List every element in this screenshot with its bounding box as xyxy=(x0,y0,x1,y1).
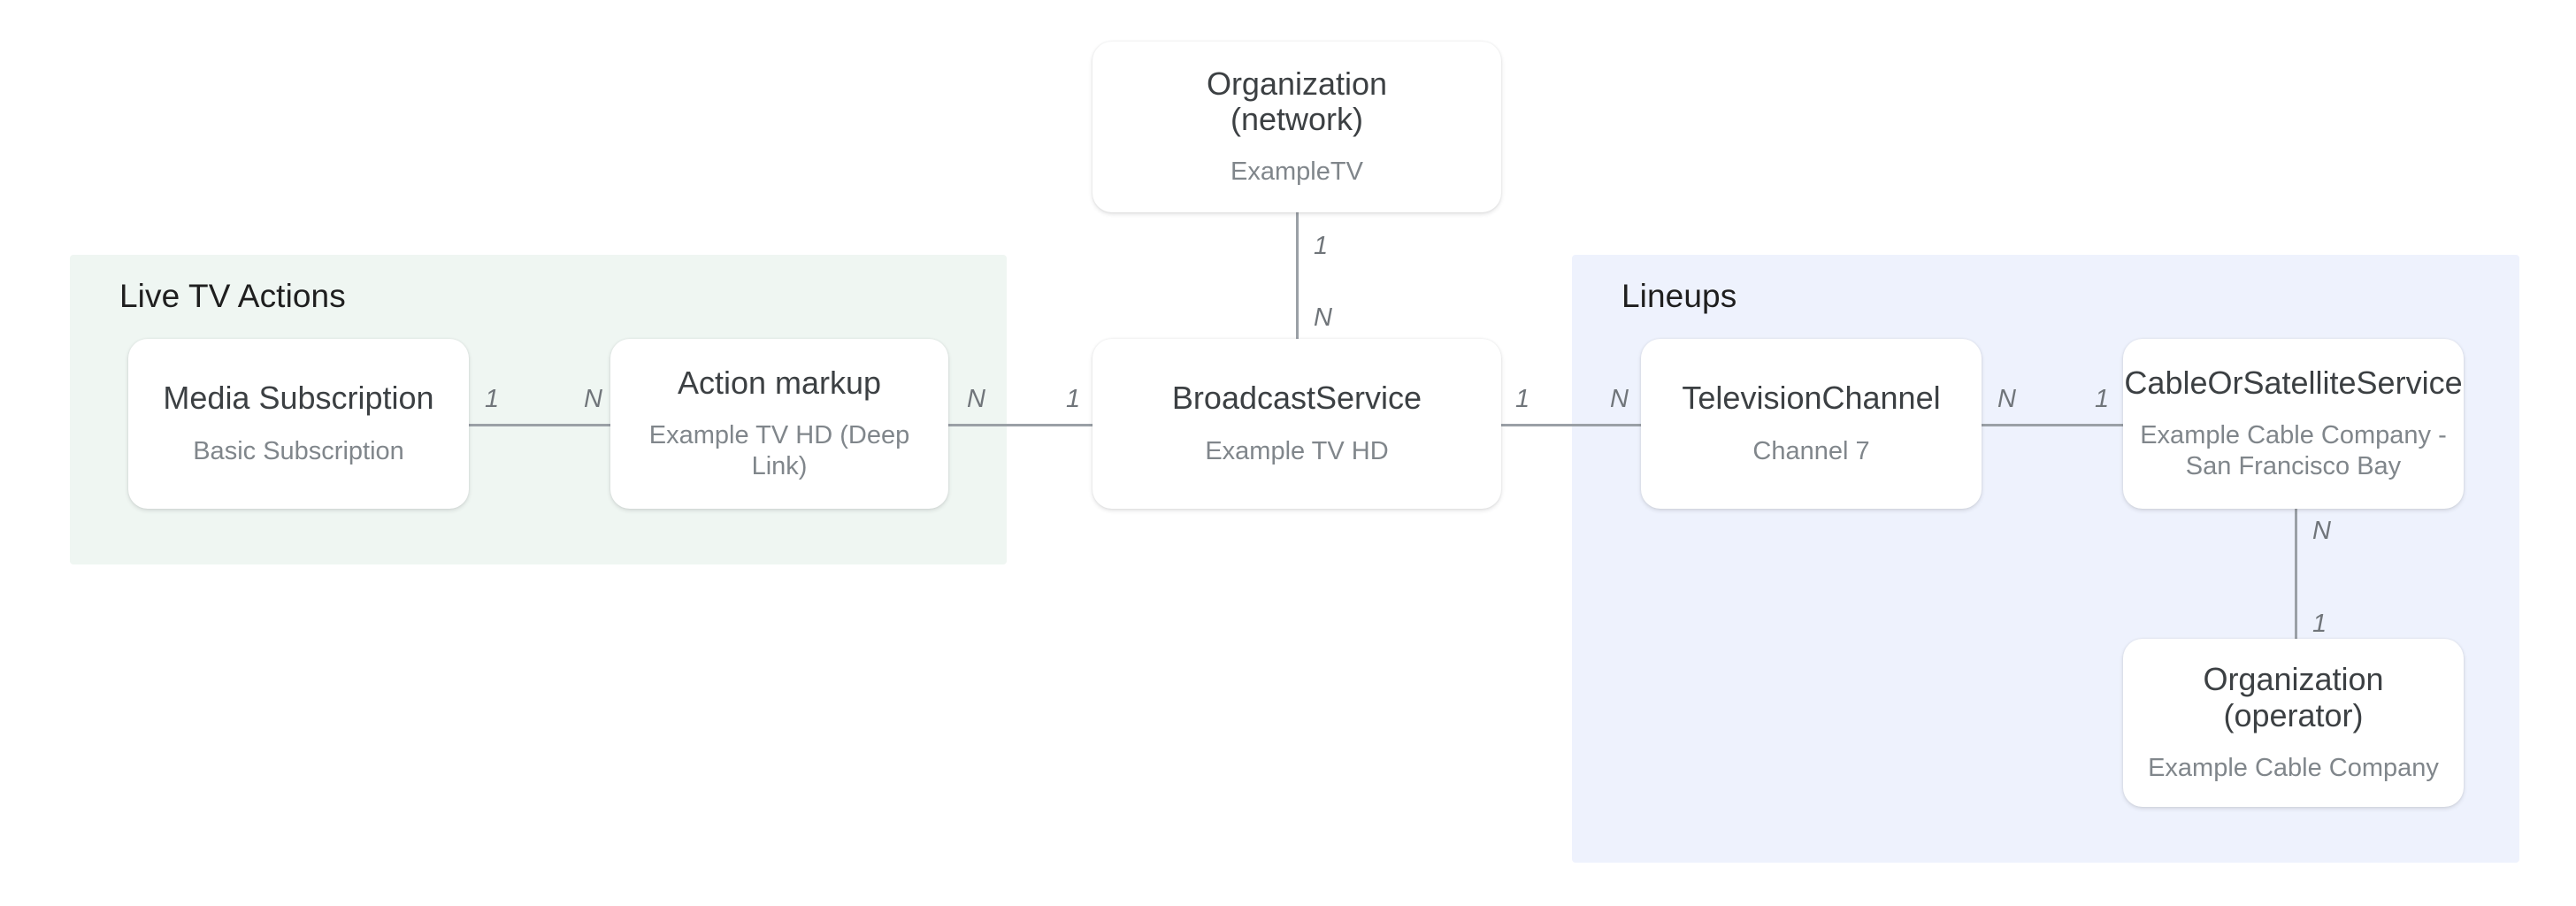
edge-line-organization-network--broadcast-service xyxy=(1296,212,1299,339)
node-card-organization-operator[interactable]: Organization (operator) Example Cable Com… xyxy=(2123,639,2464,807)
node-title: Media Subscription xyxy=(163,380,434,417)
edge-cardinality-label: 1 xyxy=(485,385,500,413)
node-title: Organization (operator) xyxy=(2203,661,2384,733)
edge-line-television-channel--cable-or-satellite-service xyxy=(1982,424,2123,426)
edge-line-action-markup--broadcast-service xyxy=(948,424,1092,426)
edge-cardinality-label: N xyxy=(1997,385,2016,413)
edge-cardinality-label: N xyxy=(1610,385,1629,413)
edge-cardinality-label: 1 xyxy=(1314,232,1329,260)
node-subtitle: ExampleTV xyxy=(1230,157,1363,187)
edge-cardinality-label: N xyxy=(584,385,602,413)
node-title: Action markup xyxy=(677,365,882,402)
node-subtitle: Basic Subscription xyxy=(193,436,404,465)
edge-cardinality-label: 1 xyxy=(1515,385,1530,413)
node-subtitle: Example TV HD (Deep Link) xyxy=(648,421,910,481)
node-subtitle: Channel 7 xyxy=(1752,436,1870,465)
edge-cardinality-label: N xyxy=(967,385,985,413)
edge-cardinality-label: N xyxy=(1314,303,1332,332)
node-subtitle: Example Cable Company xyxy=(2148,753,2439,782)
node-subtitle: Example Cable Company - San Francisco Ba… xyxy=(2140,421,2447,481)
node-card-organization-network[interactable]: Organization (network) ExampleTV xyxy=(1092,42,1501,212)
node-subtitle: Example TV HD xyxy=(1205,436,1389,465)
edge-cardinality-label: 1 xyxy=(2095,385,2110,413)
edge-line-cable-or-satellite-service--organization-operator xyxy=(2295,509,2297,639)
group-title-live-tv-actions: Live TV Actions xyxy=(119,278,346,314)
edge-cardinality-label: 1 xyxy=(2312,610,2327,638)
edge-line-broadcast-service--television-channel xyxy=(1501,424,1641,426)
edge-cardinality-label: 1 xyxy=(1066,385,1081,413)
edge-line-media-subscription--action-markup xyxy=(469,424,610,426)
node-title: TelevisionChannel xyxy=(1682,380,1941,417)
node-title: Organization (network) xyxy=(1206,65,1388,138)
node-title: CableOrSatelliteService xyxy=(2124,365,2463,402)
node-title: BroadcastService xyxy=(1171,380,1422,417)
group-title-lineups: Lineups xyxy=(1622,278,1737,314)
edge-cardinality-label: N xyxy=(2312,517,2331,545)
